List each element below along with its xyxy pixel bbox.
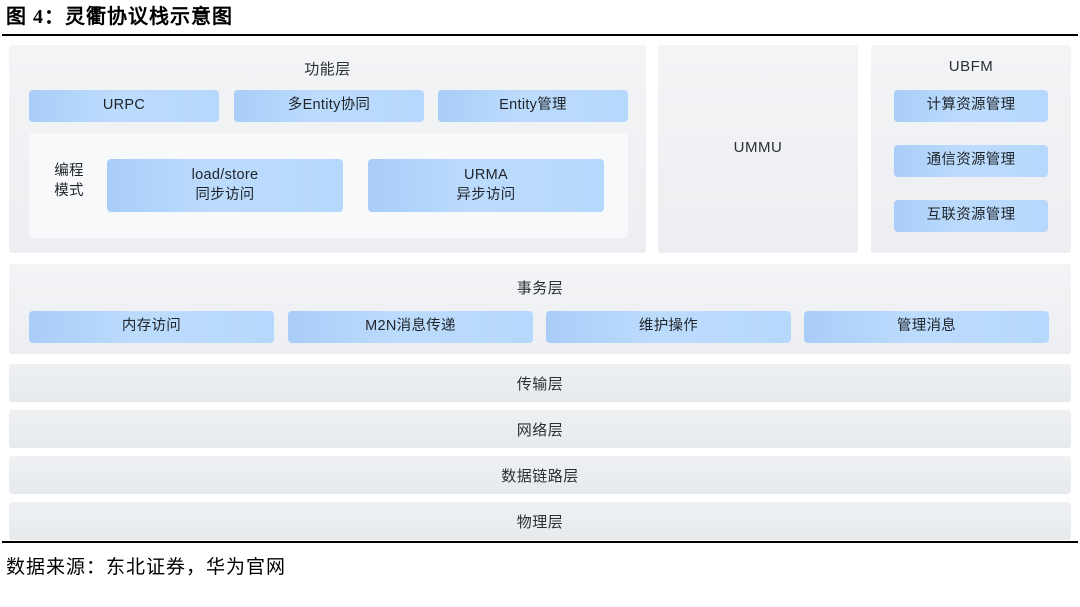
protocol-stack-diagram: 功能层 URPC 多Entity协同 Entity管理 编程 模式 load/s… [0,36,1080,541]
ummu-title: UMMU [733,139,783,156]
chip-multi-entity-collab[interactable]: 多Entity协同 [234,90,424,122]
ummu-panel: UMMU [658,45,858,253]
chip-load-store-sync[interactable]: load/store 同步访问 [107,159,343,212]
chip-urma-async-line1: URMA [464,166,508,183]
chip-m2n-messaging[interactable]: M2N消息传递 [288,311,533,343]
source-rule [2,541,1078,543]
title-rule [2,34,1078,36]
chip-entity-management[interactable]: Entity管理 [438,90,628,122]
stack-layer-transport[interactable]: 传输层 [9,364,1071,402]
chip-load-store-sync-line2: 同步访问 [195,186,255,203]
chip-communication-resource-management[interactable]: 通信资源管理 [894,145,1048,177]
programming-model-label-line1: 编程 [54,163,84,179]
chip-urma-async-line2: 异步访问 [456,186,516,203]
figure-source: 数据来源：东北证券，华为官网 [6,557,287,578]
chip-load-store-sync-line1: load/store [191,166,259,183]
chip-compute-resource-management[interactable]: 计算资源管理 [894,90,1048,122]
chip-management-message[interactable]: 管理消息 [804,311,1049,343]
stack-layer-data-link[interactable]: 数据链路层 [9,456,1071,494]
chip-memory-access[interactable]: 内存访问 [29,311,274,343]
stack-layer-physical[interactable]: 物理层 [9,502,1071,540]
figure-title: 图 4：灵衢协议栈示意图 [6,6,233,28]
chip-maintenance-operation[interactable]: 维护操作 [546,311,791,343]
stack-layer-network[interactable]: 网络层 [9,410,1071,448]
transaction-layer-title: 事务层 [516,280,564,297]
chip-interconnect-resource-management[interactable]: 互联资源管理 [894,200,1048,232]
chip-urma-async[interactable]: URMA 异步访问 [368,159,604,212]
programming-model-label-line2: 模式 [54,182,84,199]
function-layer-title: 功能层 [304,61,351,78]
programming-model-label: 编程 模式 [43,162,95,201]
chip-urpc[interactable]: URPC [29,90,219,122]
ubfm-title: UBFM [948,58,994,75]
